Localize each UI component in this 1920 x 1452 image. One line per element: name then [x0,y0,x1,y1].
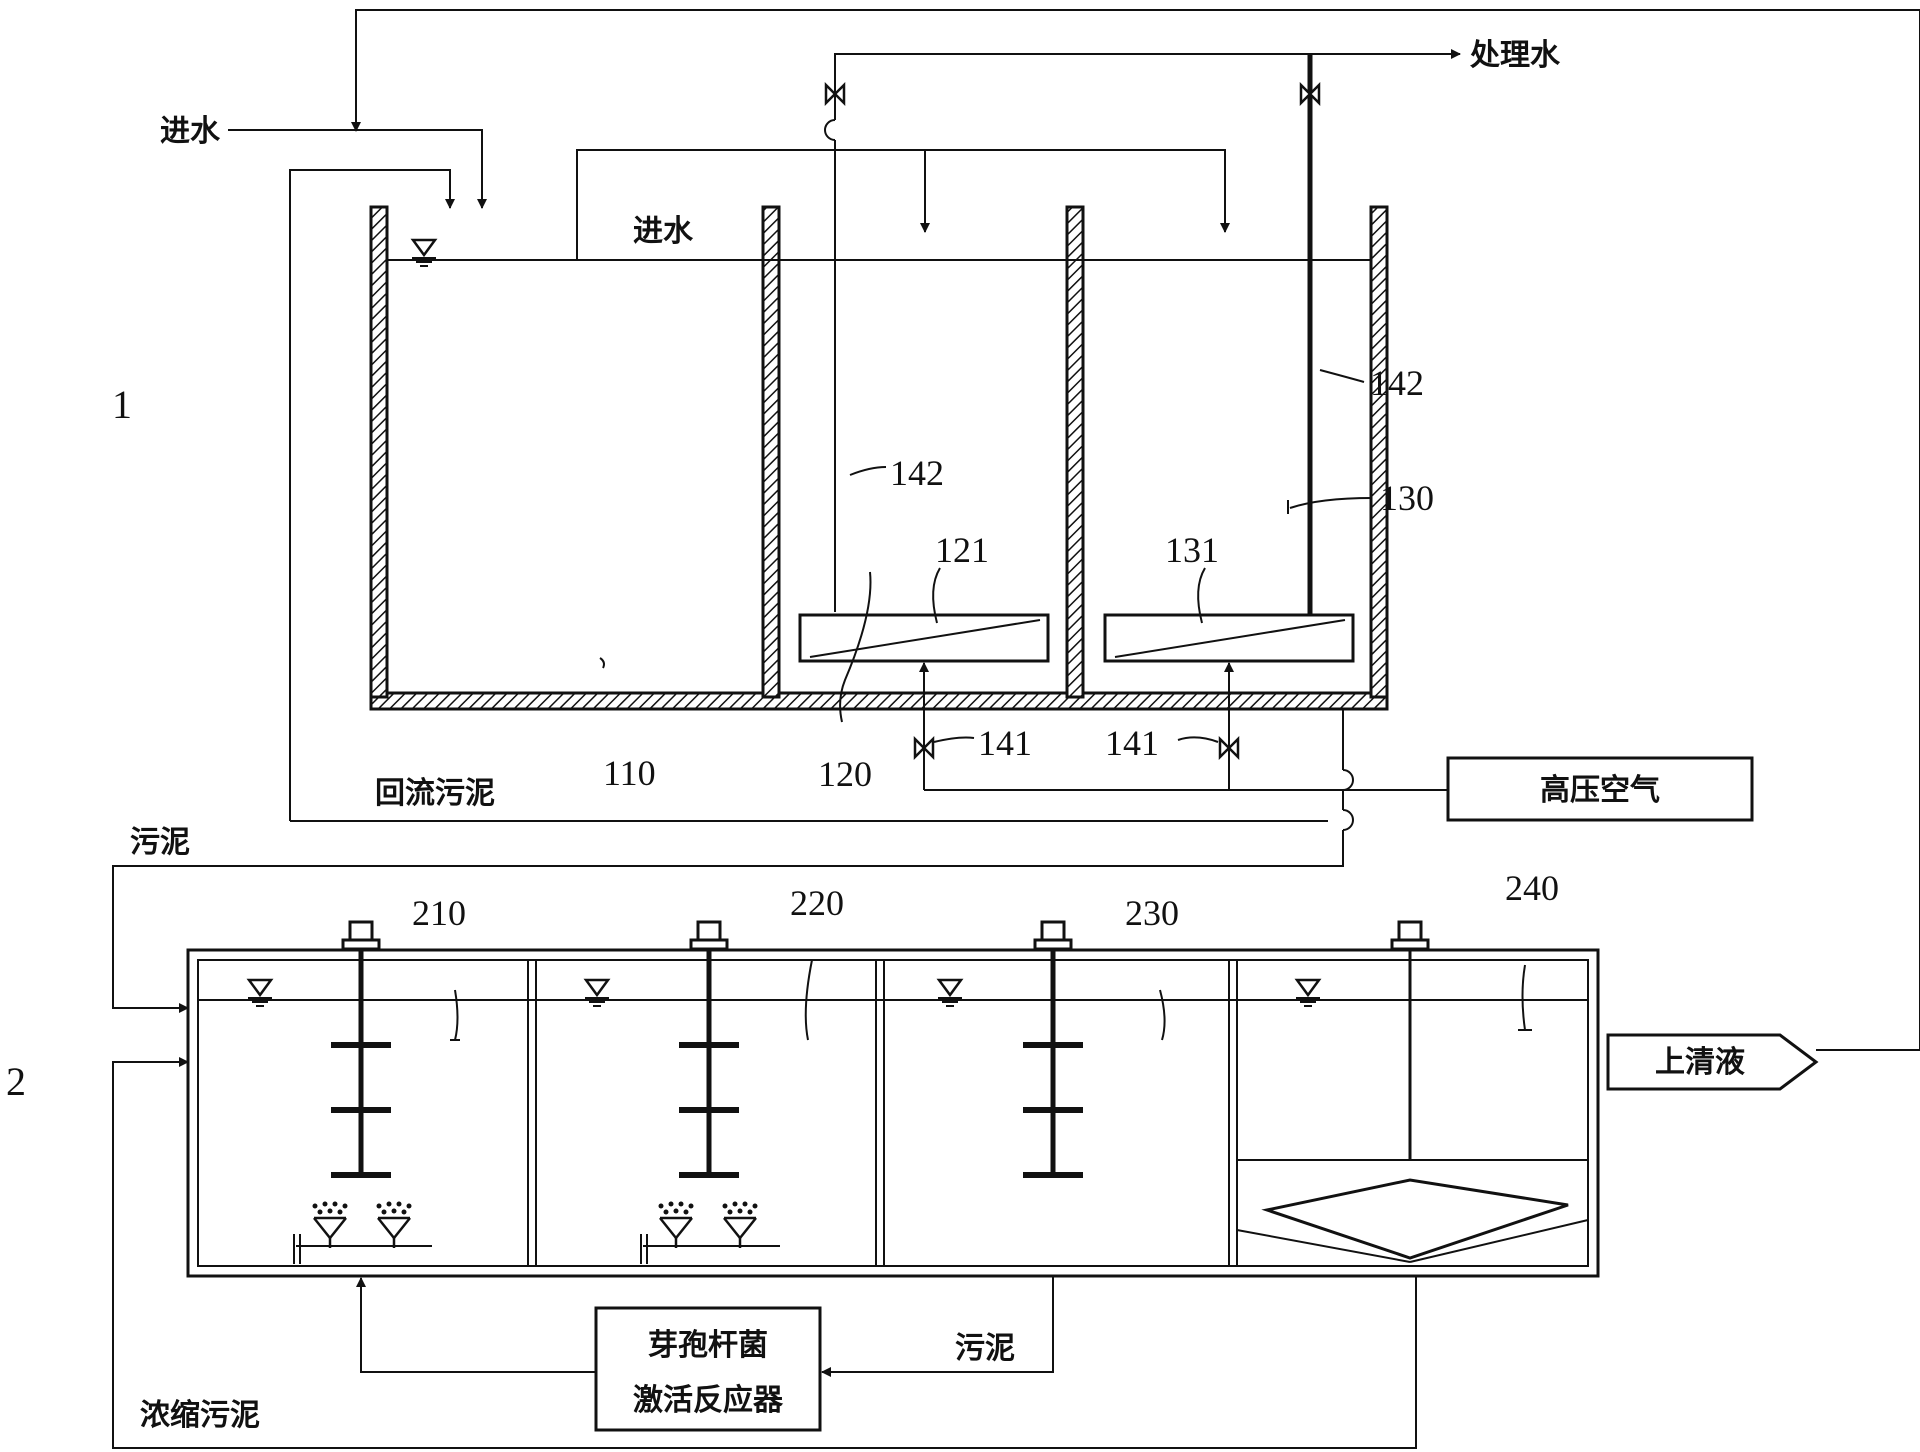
digester-outer-wall [186,948,1600,1278]
ref-131: 131 [1165,530,1219,570]
sludge-line-to-digester [112,830,1344,1013]
motor-icon [341,920,381,951]
leader-131 [1197,567,1206,624]
tank-wall-partition-2 [1065,205,1085,699]
feed-distribution-pipe [576,149,1230,260]
mixer-220 [679,920,739,1178]
ref-142b: 142 [1370,363,1424,403]
ref-130: 130 [1380,478,1434,518]
leader-142b [1319,369,1365,383]
membrane-diagonal-121 [809,619,1041,658]
water-level-icon-210 [246,978,274,1008]
supernatant-box [1606,1033,1819,1091]
motor-icon [1033,920,1073,951]
ref-240: 240 [1505,868,1559,908]
treated-water-header [834,49,1461,120]
supernatant-return-line [355,9,1920,1051]
leader-121 [932,567,941,624]
section-label-2: 2 [6,1059,26,1104]
diffuser-icon [311,1200,349,1250]
leader-110 [599,657,605,669]
return-sludge-line [289,169,455,821]
sludge-to-reactor-line [821,1276,1054,1377]
thickener-240 [1236,920,1589,1263]
diffuser-icon [721,1200,759,1250]
reactor-label-line2: 激活反应器 [633,1383,784,1418]
reactor-return-line [356,1277,596,1373]
treated-water-label: 处理水 [1469,38,1561,73]
ref-121: 121 [935,530,989,570]
supernatant-label: 上清液 [1655,1045,1745,1080]
water-level-icon-240 [1294,978,1322,1008]
reactor-label-line1: 芽孢杆菌 [648,1328,768,1363]
water-level-icon-220 [583,978,611,1008]
water-level-icon [410,238,438,268]
motor-icon [689,920,729,951]
motor-icon [1390,920,1430,951]
mixer-210 [331,920,391,1178]
pipe-crossover-air [1342,769,1354,791]
diffusers-220 [640,1200,780,1264]
mixer-230 [1023,920,1083,1178]
ref-142a: 142 [890,453,944,493]
pipe-crossover-1 [824,119,836,141]
tank-wall-left [369,205,389,699]
inflow-tank-label: 进水 [633,214,694,249]
sludge-bottom-label: 污泥 [955,1331,1015,1366]
ref-220: 220 [790,883,844,923]
leader-210 [454,989,459,1041]
return-sludge-label: 回流污泥 [375,776,495,811]
inflow-left-label: 进水 [160,114,221,149]
thickened-sludge-line [112,1057,1417,1449]
sludge-top-label: 污泥 [130,825,190,860]
bacillus-reactor-box [594,1306,822,1432]
tank-floor [369,691,1389,711]
inflow-pipe [228,129,487,209]
diffusers-210 [293,1200,432,1264]
high-pressure-air-label: 高压空气 [1540,773,1660,808]
ref-120: 120 [818,754,872,794]
ref-141a: 141 [978,723,1032,763]
high-pressure-air-box [1446,756,1754,822]
ref-210: 210 [412,893,466,933]
tank-wall-right [1369,205,1389,699]
thickened-sludge-label: 浓缩污泥 [140,1398,260,1433]
leader-240 [1521,964,1526,1031]
diffuser-icon [375,1200,413,1250]
ref-110: 110 [603,753,656,793]
leader-142a [849,466,887,476]
water-level-icon-230 [936,978,964,1008]
section-1: 进水 进水 回流污泥 处理水 高压空气 [112,9,1920,1051]
leader-141a [933,736,975,743]
membrane-diagonal-131 [1114,619,1346,658]
diffuser-icon [657,1200,695,1250]
leader-130 [1289,497,1373,509]
pipe-crossover-return [1342,809,1354,831]
section-2: 2 [6,868,1819,1449]
leader-230 [1159,989,1166,1041]
ref-230: 230 [1125,893,1179,933]
section-label-1: 1 [112,382,132,427]
leader-220 [804,959,813,1041]
leader-120 [839,571,872,723]
leader-141b [1177,736,1219,743]
tank-wall-partition-1 [761,205,781,699]
scraper-plate [1261,1178,1569,1260]
ref-141b: 141 [1105,723,1159,763]
digester-inner-wall [197,959,1589,1267]
